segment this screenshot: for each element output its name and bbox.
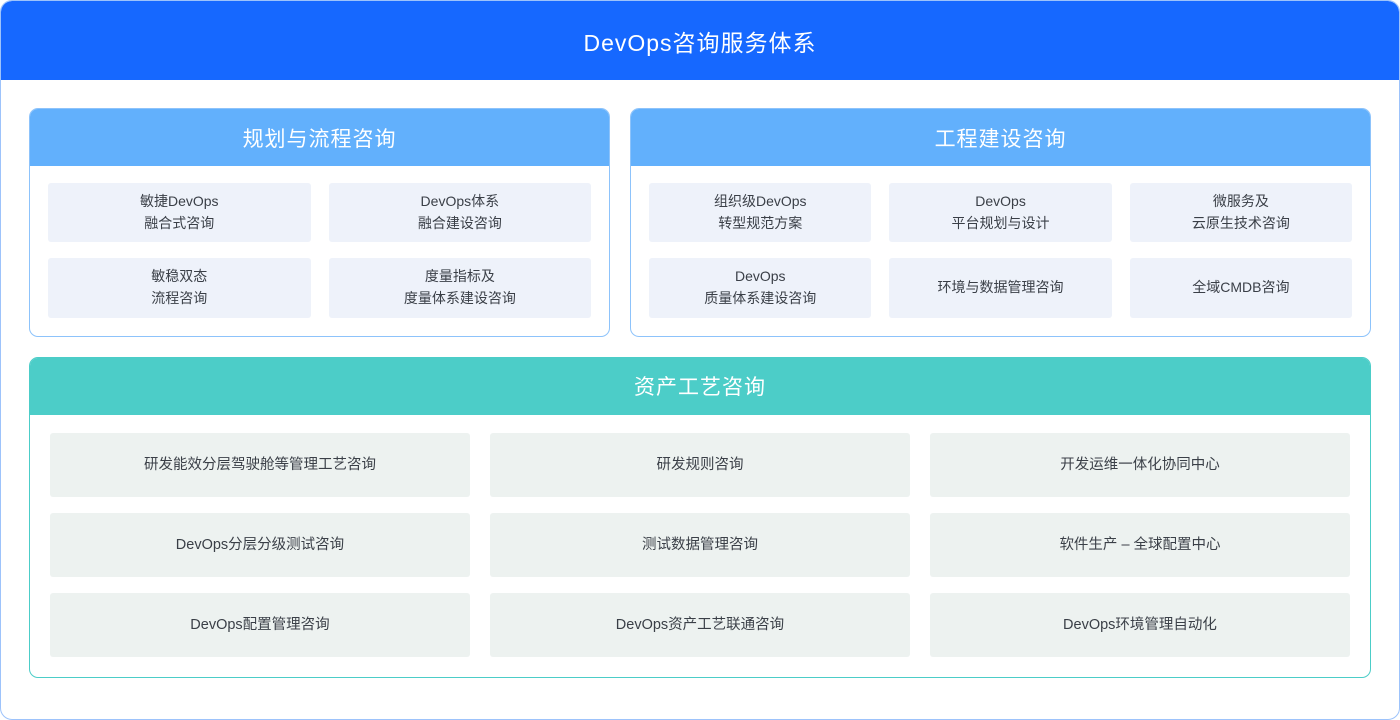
service-item-text: 度量指标及度量体系建设咨询: [404, 266, 516, 309]
panel-body-engineering-construction: 组织级DevOps 转型规范方案 DevOps 平台规划与设计 微服务及云原生技术咨…: [631, 166, 1370, 336]
service-item-line2: 转型规范方案: [718, 214, 803, 231]
service-item[interactable]: DevOps资产工艺联通咨询: [490, 592, 910, 657]
service-item-text: DevOps 质量体系建设咨询: [704, 266, 816, 309]
service-item-line1: 全域CMDB咨询: [1192, 279, 1290, 296]
service-item-line2: 度量体系建设咨询: [403, 290, 516, 307]
service-item[interactable]: DevOps 质量体系建设咨询: [649, 258, 872, 318]
service-item-text: 软件生产 – 全球配置中心: [1059, 536, 1221, 553]
service-item[interactable]: 测试数据管理咨询: [490, 512, 910, 577]
page-title: DevOps咨询服务体系: [583, 29, 817, 56]
service-item-line2: 融合建设咨询: [417, 214, 502, 231]
service-item[interactable]: 度量指标及度量体系建设咨询: [328, 258, 592, 318]
service-item-line1: 敏捷DevOps: [139, 193, 219, 209]
service-item[interactable]: 组织级DevOps 转型规范方案: [649, 183, 872, 243]
service-item[interactable]: 研发能效分层驾驶舱等管理工艺咨询: [50, 432, 470, 497]
service-item-text: 组织级DevOps 转型规范方案: [714, 191, 807, 234]
item-grid-engineering-construction: 组织级DevOps 转型规范方案 DevOps 平台规划与设计 微服务及云原生技术咨…: [649, 183, 1352, 318]
service-item-line2: 质量体系建设咨询: [704, 290, 817, 307]
panel-title-engineering-construction: 工程建设咨询: [934, 127, 1067, 151]
service-item-line2: 融合式咨询: [144, 214, 215, 231]
panel-body-asset-process: 研发能效分层驾驶舱等管理工艺咨询 研发规则咨询 开发运维一体化协同中心 DevO…: [30, 415, 1370, 677]
service-item-text: 测试数据管理咨询: [642, 536, 758, 553]
panel-asset-process: 资产工艺咨询 研发能效分层驾驶舱等管理工艺咨询 研发规则咨询 开发运维一体化协同…: [29, 356, 1371, 678]
service-item-line2: 平台规划与设计: [951, 214, 1050, 231]
service-item[interactable]: 开发运维一体化协同中心: [930, 432, 1350, 497]
service-item[interactable]: 敏捷DevOps 融合式咨询: [48, 183, 311, 243]
panel-title-planning-process: 规划与流程咨询: [242, 127, 397, 151]
service-item-line1: 环境与数据管理咨询: [937, 279, 1064, 296]
service-item-text: 环境与数据管理咨询: [938, 277, 1064, 299]
service-item-text: 研发规则咨询: [656, 456, 744, 473]
panel-header-asset-process: 资产工艺咨询: [30, 357, 1370, 415]
service-item[interactable]: 全域CMDB咨询: [1129, 258, 1352, 318]
content-area: 规划与流程咨询 敏捷DevOps 融合式咨询 DevOps体系融合建设咨询 敏稳双…: [1, 80, 1399, 678]
service-item-text: DevOps环境管理自动化: [1063, 616, 1217, 633]
service-item-text: 开发运维一体化协同中心: [1060, 456, 1220, 473]
service-item-text: 研发能效分层驾驶舱等管理工艺咨询: [144, 456, 376, 473]
service-item-line1: 敏稳双态: [151, 268, 208, 285]
service-item-line1: 度量指标及: [424, 268, 495, 285]
service-item-text: DevOps 平台规划与设计: [952, 191, 1050, 234]
service-item[interactable]: DevOps 平台规划与设计: [889, 183, 1112, 243]
service-item[interactable]: 研发规则咨询: [490, 432, 910, 497]
panel-title-asset-process: 资产工艺咨询: [634, 376, 766, 400]
panel-header-planning-process: 规划与流程咨询: [30, 109, 610, 166]
service-item-line1: 微服务及: [1212, 193, 1269, 209]
service-item-line2: 云原生技术咨询: [1191, 214, 1290, 231]
service-item-text: DevOps配置管理咨询: [190, 616, 330, 633]
panel-planning-process: 规划与流程咨询 敏捷DevOps 融合式咨询 DevOps体系融合建设咨询 敏稳双…: [29, 108, 611, 337]
service-item-text: 敏稳双态流程咨询: [151, 266, 207, 309]
panel-engineering-construction: 工程建设咨询 组织级DevOps 转型规范方案 DevOps 平台规划与设计 微服务…: [630, 108, 1371, 337]
item-grid-asset-process: 研发能效分层驾驶舱等管理工艺咨询 研发规则咨询 开发运维一体化协同中心 DevO…: [50, 432, 1350, 657]
service-item[interactable]: 环境与数据管理咨询: [889, 258, 1112, 318]
service-item-line1: 组织级DevOps: [713, 193, 807, 209]
page-banner: DevOps咨询服务体系: [1, 1, 1399, 80]
service-item[interactable]: DevOps环境管理自动化: [930, 592, 1350, 657]
service-item-text: 敏捷DevOps 融合式咨询: [140, 191, 219, 234]
service-item-line1: DevOps体系: [420, 193, 500, 209]
service-item-text: DevOps资产工艺联通咨询: [615, 616, 785, 633]
service-item[interactable]: 软件生产 – 全球配置中心: [930, 512, 1350, 577]
service-item-line1: DevOps: [734, 268, 786, 285]
service-item[interactable]: DevOps体系融合建设咨询: [328, 183, 592, 243]
service-item[interactable]: DevOps配置管理咨询: [50, 592, 470, 657]
service-item-text: 全域CMDB咨询: [1192, 277, 1289, 299]
service-item-text: DevOps分层分级测试咨询: [175, 536, 345, 553]
service-item[interactable]: DevOps分层分级测试咨询: [50, 512, 470, 577]
service-item-text: DevOps体系融合建设咨询: [418, 191, 502, 234]
panel-body-planning-process: 敏捷DevOps 融合式咨询 DevOps体系融合建设咨询 敏稳双态流程咨询 度量…: [30, 166, 609, 336]
service-item-line1: DevOps: [975, 193, 1026, 209]
service-item[interactable]: 敏稳双态流程咨询: [48, 258, 311, 318]
service-item[interactable]: 微服务及云原生技术咨询: [1129, 183, 1352, 243]
item-grid-planning-process: 敏捷DevOps 融合式咨询 DevOps体系融合建设咨询 敏稳双态流程咨询 度量…: [48, 183, 592, 318]
service-item-text: 微服务及云原生技术咨询: [1192, 191, 1290, 234]
panel-header-engineering-construction: 工程建设咨询: [631, 109, 1370, 166]
service-item-line2: 流程咨询: [151, 290, 208, 307]
top-panel-row: 规划与流程咨询 敏捷DevOps 融合式咨询 DevOps体系融合建设咨询 敏稳双…: [29, 108, 1371, 337]
